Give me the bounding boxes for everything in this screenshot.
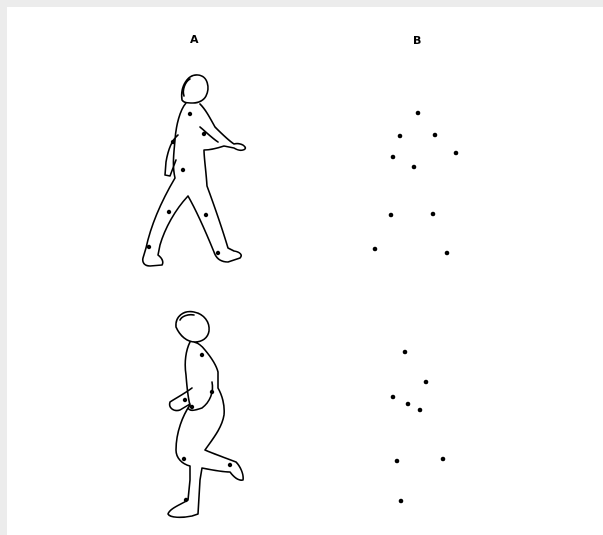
point-light-dot (424, 380, 429, 385)
point-light-dot (441, 457, 446, 462)
point-light-dot (391, 395, 396, 400)
point-light-dot (403, 350, 408, 355)
point-light-dot (399, 499, 404, 504)
point-light-dot (418, 408, 423, 413)
point-light-dot (395, 459, 400, 464)
point-light-dot (406, 402, 411, 407)
